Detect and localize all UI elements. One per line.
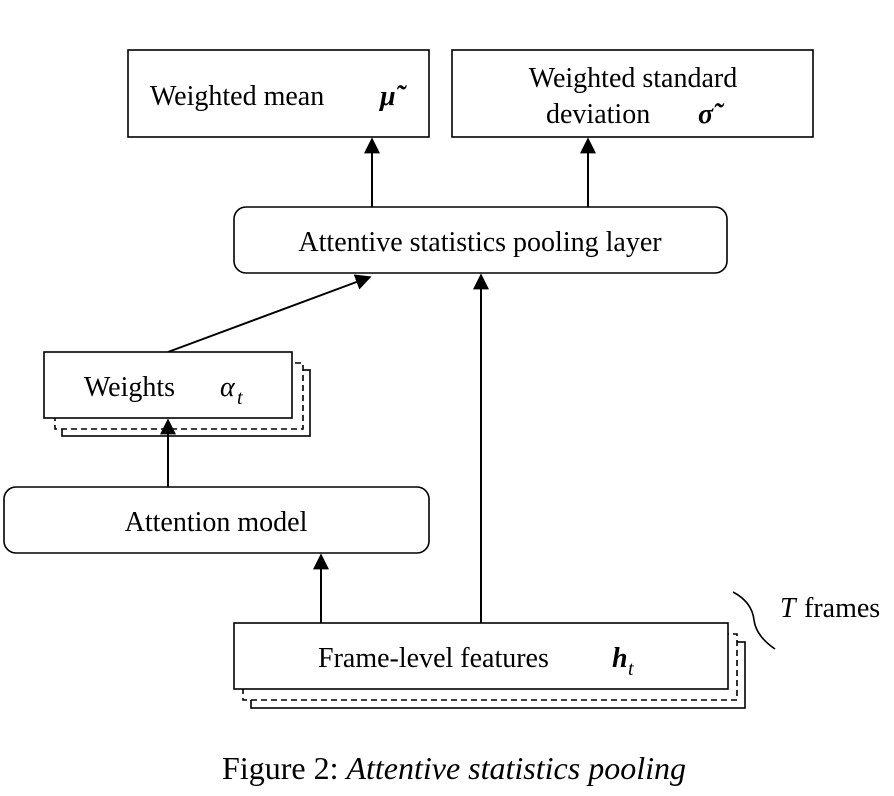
frame-features-stack: Frame-level features h t bbox=[233, 622, 746, 709]
caption-title: Attentive statistics pooling bbox=[344, 750, 686, 786]
weights-label: Weights bbox=[84, 372, 175, 403]
frame-features-label: Frame-level features bbox=[318, 643, 549, 674]
weighted-mean-box: Weighted mean μ̃ bbox=[127, 49, 430, 138]
caption-text: Figure 2:Attentive statistics pooling bbox=[222, 750, 686, 786]
attention-model-rect bbox=[3, 486, 430, 554]
weighted-std-box: Weighted standard deviation σ̃ bbox=[451, 49, 814, 138]
attention-model-box: Attention model bbox=[3, 486, 430, 554]
weighted-std-label-line1: Weighted standard bbox=[529, 63, 737, 94]
figure-caption: Figure 2:Attentive statistics pooling bbox=[222, 750, 686, 786]
weighted-std-rect bbox=[451, 49, 814, 138]
weights-stack: Weights α t bbox=[43, 351, 311, 437]
h-subscript: t bbox=[628, 658, 634, 680]
alpha-subscript: t bbox=[237, 387, 243, 409]
pooling-layer-box: Attentive statistics pooling layer bbox=[233, 206, 728, 274]
caption-prefix: Figure 2: bbox=[222, 750, 338, 786]
attention-model-label: Attention model bbox=[125, 507, 308, 538]
frames-symbol: T bbox=[780, 593, 798, 624]
weighted-mean-label: Weighted mean bbox=[150, 81, 324, 112]
weights-rect bbox=[43, 351, 293, 419]
pooling-layer-label: Attentive statistics pooling layer bbox=[298, 227, 662, 258]
alpha-symbol: α bbox=[220, 372, 236, 403]
weighted-mean-rect bbox=[127, 49, 430, 138]
pooling-layer-rect bbox=[233, 206, 728, 274]
frame-features-rect bbox=[233, 622, 729, 690]
h-symbol: h bbox=[612, 643, 628, 674]
weighted-std-label-line2: deviation bbox=[546, 99, 650, 130]
frames-label: frames bbox=[804, 593, 880, 624]
frames-brace bbox=[732, 591, 776, 650]
arrow-weights-to-pooling bbox=[167, 274, 372, 353]
